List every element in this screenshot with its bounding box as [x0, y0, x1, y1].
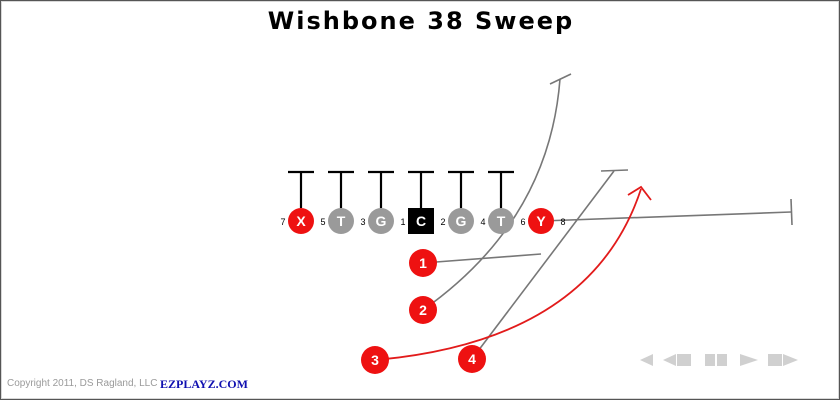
players-layer: X T G C G T Y 7 5 3 1 2 4 6 8 1 2 3 4: [280, 208, 566, 374]
player-label: T: [337, 213, 346, 229]
player-label: 2: [419, 302, 427, 318]
back-3: 3: [361, 346, 389, 374]
player-label: G: [376, 213, 387, 229]
player-y-6: Y: [528, 208, 554, 234]
playback-controls[interactable]: [640, 354, 798, 366]
player-t-1: T: [328, 208, 354, 234]
player-label: G: [456, 213, 467, 229]
step-forward-icon[interactable]: [768, 354, 798, 366]
player-marker: [288, 208, 314, 234]
route-back-2-block: [549, 73, 572, 85]
copyright-text: Copyright 2011, DS Ragland, LLC: [7, 378, 158, 389]
route-back-4: [471, 170, 615, 360]
hole-number: 3: [360, 217, 365, 227]
route-y-block: [790, 198, 793, 226]
center-marker: [408, 208, 434, 234]
play-icon[interactable]: [740, 354, 758, 366]
back-4: 4: [458, 345, 486, 373]
player-label: X: [296, 213, 306, 229]
player-marker: [458, 345, 486, 373]
brand-link[interactable]: EZPLAYZ.COM: [160, 377, 248, 391]
player-marker: [409, 249, 437, 277]
player-label: 1: [419, 255, 427, 271]
page-title: Wishbone 38 Sweep: [267, 7, 575, 35]
player-g-4: G: [448, 208, 474, 234]
player-label: T: [497, 213, 506, 229]
hole-number: 8: [560, 217, 565, 227]
step-back-icon[interactable]: [663, 354, 691, 366]
hole-number: 2: [440, 217, 445, 227]
sweep-arrowhead-icon: [627, 185, 652, 201]
player-marker: [361, 346, 389, 374]
rewind-icon[interactable]: [640, 354, 653, 366]
player-marker: [328, 208, 354, 234]
hole-number: 7: [280, 217, 285, 227]
player-marker: [448, 208, 474, 234]
hole-number: 6: [520, 217, 525, 227]
blocking-assignments: [288, 170, 514, 208]
player-label: Y: [536, 213, 546, 229]
player-t-5: T: [488, 208, 514, 234]
hole-number: 4: [480, 217, 485, 227]
pause-icon[interactable]: [705, 354, 727, 366]
player-label: 3: [371, 352, 379, 368]
player-x-0: X: [288, 208, 314, 234]
player-label: 4: [468, 351, 476, 367]
player-g-2: G: [368, 208, 394, 234]
player-marker: [409, 296, 437, 324]
back-2: 2: [409, 296, 437, 324]
player-marker: [368, 208, 394, 234]
hole-number: 1: [400, 217, 405, 227]
player-marker: [528, 208, 554, 234]
route-back-4-block: [600, 169, 629, 172]
routes-layer: [374, 73, 793, 361]
route-y: [541, 211, 792, 222]
route-back-2: [422, 78, 561, 311]
route-back-3-sweep: [374, 188, 642, 361]
player-marker: [488, 208, 514, 234]
player-c-3: C: [408, 208, 434, 234]
player-label: C: [416, 213, 426, 229]
back-1: 1: [409, 249, 437, 277]
hole-number: 5: [320, 217, 325, 227]
